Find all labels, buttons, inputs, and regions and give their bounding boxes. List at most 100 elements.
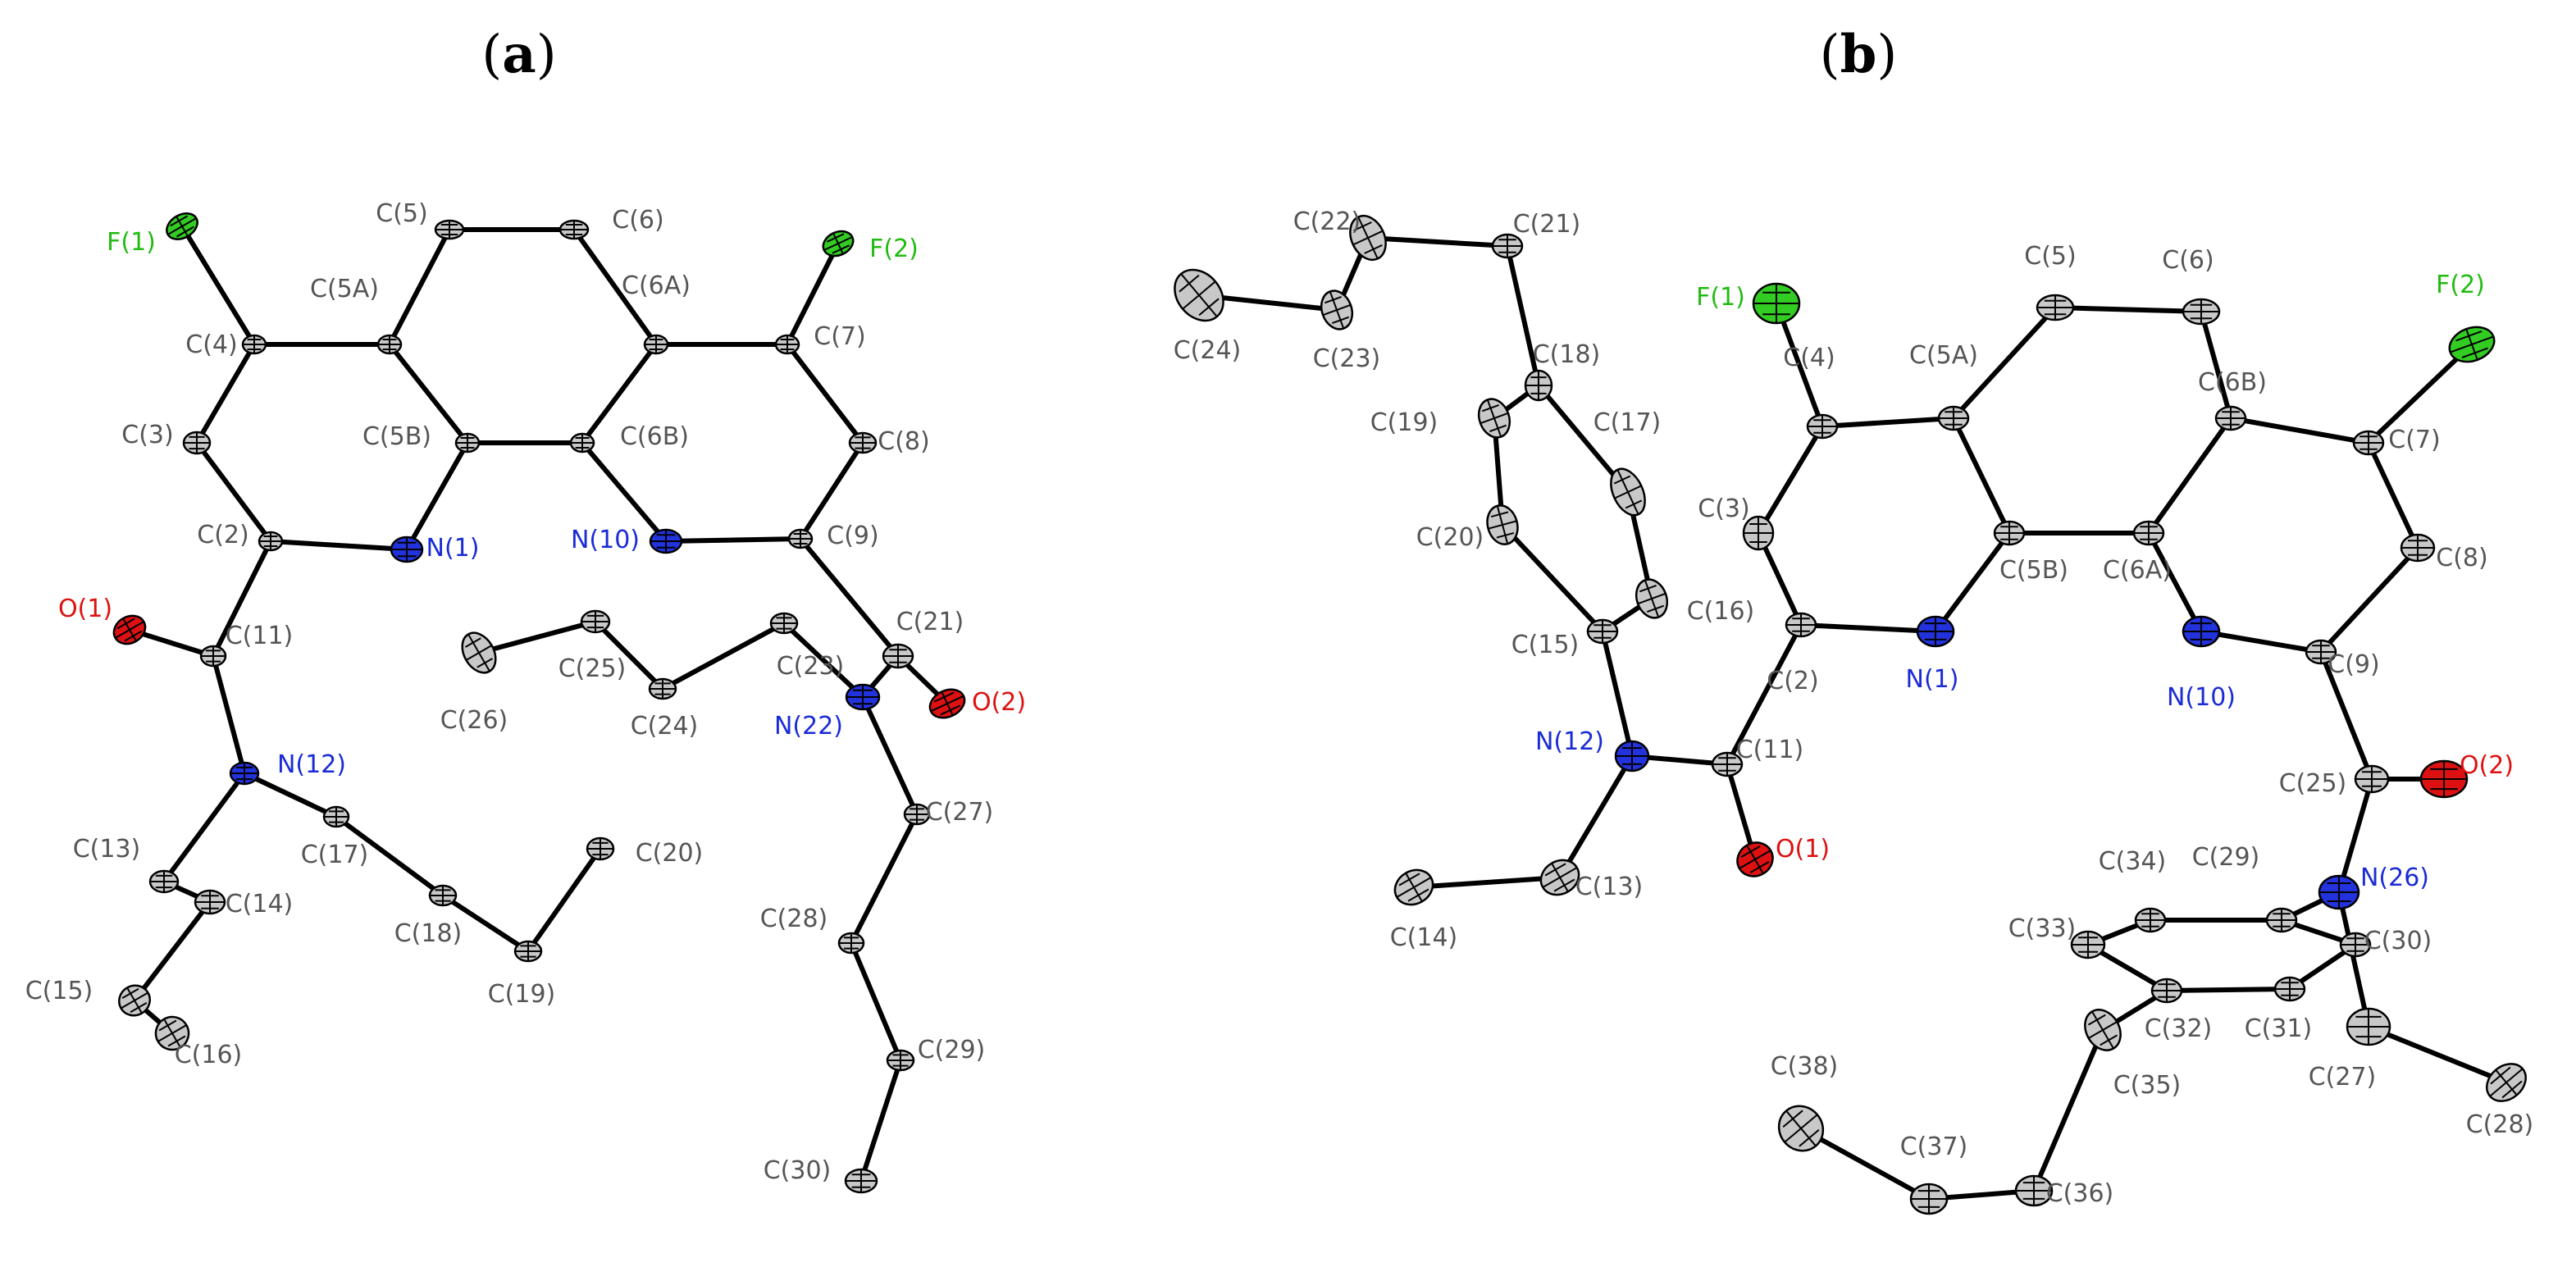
bond-f1-c4 (1774, 301, 1825, 429)
atom-c19-ellipsoid (513, 940, 543, 963)
bond-c7-f2 (2366, 342, 2474, 445)
atom-label-c23: C(23) (1313, 344, 1381, 373)
atoms-b (1174, 215, 2527, 1215)
atom-label-c5a: C(5A) (1909, 341, 1978, 370)
atom-c18-ellipsoid (1524, 369, 1553, 402)
atom-label-c13: C(13) (73, 835, 141, 864)
atom-label-c29: C(29) (918, 1036, 986, 1064)
atom-label-o1: O(1) (1776, 835, 1830, 864)
atom-f1-ellipsoid (1752, 282, 1801, 325)
atom-c4-ellipsoid (1806, 413, 1839, 440)
atom-label-f1: F(1) (107, 228, 156, 257)
bond-c8-c9 (798, 440, 865, 541)
bond-n22-c23 (782, 621, 865, 700)
atom-labels-b: C(22)C(21)C(24)C(23)C(18)C(19)C(17)C(20)… (1174, 207, 2534, 1208)
atom-c5-ellipsoid (434, 219, 465, 240)
atom-c9-ellipsoid (787, 528, 814, 549)
atom-label-c17: C(17) (1593, 408, 1662, 437)
atom-label-c21: C(21) (896, 608, 964, 636)
atom-label-c6b: C(6B) (620, 422, 689, 451)
atom-c30-ellipsoid (844, 1168, 878, 1194)
atom-label-c15: C(15) (25, 977, 93, 1005)
panel-b-label-open: ( (1820, 25, 1840, 85)
atom-c5a-ellipsoid (1937, 405, 1970, 431)
atom-c4-ellipsoid (241, 334, 267, 355)
atom-c13-ellipsoid (1539, 859, 1580, 896)
atom-c37-ellipsoid (1909, 1183, 1949, 1215)
atom-label-c14: C(14) (226, 890, 294, 918)
atom-c5-ellipsoid (2036, 294, 2075, 321)
atom-label-n22: N(22) (774, 712, 843, 741)
atom-c13-ellipsoid (148, 869, 180, 894)
atom-label-f2: F(2) (2436, 271, 2485, 299)
atom-label-c5: C(5) (2024, 242, 2076, 271)
atom-c11-ellipsoid (1711, 751, 1744, 777)
atom-label-c2: C(2) (197, 521, 248, 549)
atom-c15-ellipsoid (117, 984, 152, 1017)
bond-c4-c3 (194, 342, 257, 445)
atom-label-c26: C(26) (440, 706, 508, 735)
atom-c14-ellipsoid (194, 889, 226, 915)
panel-a-label-close: ) (536, 25, 557, 85)
atom-label-c34: C(34) (2099, 847, 2167, 876)
atom-n1-ellipsoid (1916, 615, 1955, 648)
bond-c4-c3 (1756, 424, 1825, 536)
atom-label-c30: C(30) (764, 1156, 832, 1185)
atom-label-o1: O(1) (58, 595, 112, 623)
bond-c4-c5a (1820, 416, 1956, 429)
atom-c7-ellipsoid (774, 334, 800, 355)
molecule-b: C(22)C(21)C(24)C(23)C(18)C(19)C(17)C(20)… (1174, 207, 2534, 1215)
atom-label-c19: C(19) (1370, 408, 1438, 437)
atom-c5b-ellipsoid (454, 432, 481, 453)
atom-label-c16: C(16) (1687, 597, 1755, 626)
atom-o1-ellipsoid (1736, 841, 1774, 877)
atom-c3-ellipsoid (1742, 515, 1775, 551)
atom-n1-ellipsoid (390, 536, 424, 563)
atom-label-c32: C(32) (2145, 1014, 2213, 1043)
atom-c16-ellipsoid (154, 1015, 190, 1051)
bond-c11-n12 (211, 654, 247, 776)
bond-c28-c29 (849, 941, 903, 1063)
atom-c27-ellipsoid (2346, 1007, 2391, 1046)
atom-c21-ellipsoid (1491, 233, 1524, 259)
atom-n10-ellipsoid (649, 528, 683, 554)
atom-c36-ellipsoid (2014, 1174, 2054, 1207)
panel-a-label: (a) (481, 24, 556, 85)
atom-c5a-ellipsoid (376, 334, 403, 355)
atom-c6b-ellipsoid (2214, 405, 2247, 431)
atom-label-n10: N(10) (2167, 683, 2236, 712)
bond-c2-n1 (268, 539, 409, 552)
atom-label-n12: N(12) (1535, 727, 1604, 756)
atom-label-c9: C(9) (2328, 650, 2379, 679)
atom-label-c29: C(29) (2192, 843, 2260, 872)
atom-c8-ellipsoid (2400, 533, 2436, 563)
bond-c5b-n1 (404, 440, 470, 552)
molecule-a: F(1)C(4)C(5A)C(5)C(6)C(6A)C(7)F(2)C(3)C(… (25, 199, 1026, 1194)
atom-o2-ellipsoid (928, 688, 966, 719)
bond-n12-c13 (1557, 754, 1635, 880)
atom-c27-ellipsoid (903, 803, 931, 826)
bond-c25-c26 (476, 619, 598, 655)
atom-label-o2: O(2) (2460, 751, 2514, 780)
atom-c24-ellipsoid (1174, 268, 1224, 322)
atom-c6-ellipsoid (559, 219, 590, 240)
bond-c5b-n1 (1933, 531, 2012, 634)
atom-label-c16: C(16) (175, 1041, 243, 1069)
bond-c2-n1 (1799, 622, 1938, 634)
atom-label-c5: C(5) (376, 199, 427, 228)
atom-c18-ellipsoid (428, 884, 458, 907)
bond-c24-c25 (593, 619, 665, 691)
bond-c5a-c5b (1951, 416, 2012, 536)
bond-c8-c9 (2318, 545, 2420, 654)
atom-c26-ellipsoid (461, 631, 497, 674)
atom-c29-ellipsoid (2265, 907, 2298, 933)
bond-c19-c20 (526, 846, 603, 954)
atom-label-c14: C(14) (1390, 923, 1458, 952)
atom-c28-ellipsoid (2486, 1063, 2527, 1102)
atom-label-c20: C(20) (1416, 523, 1484, 552)
atom-n10-ellipsoid (2182, 615, 2221, 648)
atom-c19-ellipsoid (1477, 398, 1511, 439)
atom-c23-ellipsoid (1320, 289, 1354, 330)
atom-label-n1: N(1) (426, 534, 480, 563)
atom-c30-ellipsoid (2339, 932, 2372, 958)
